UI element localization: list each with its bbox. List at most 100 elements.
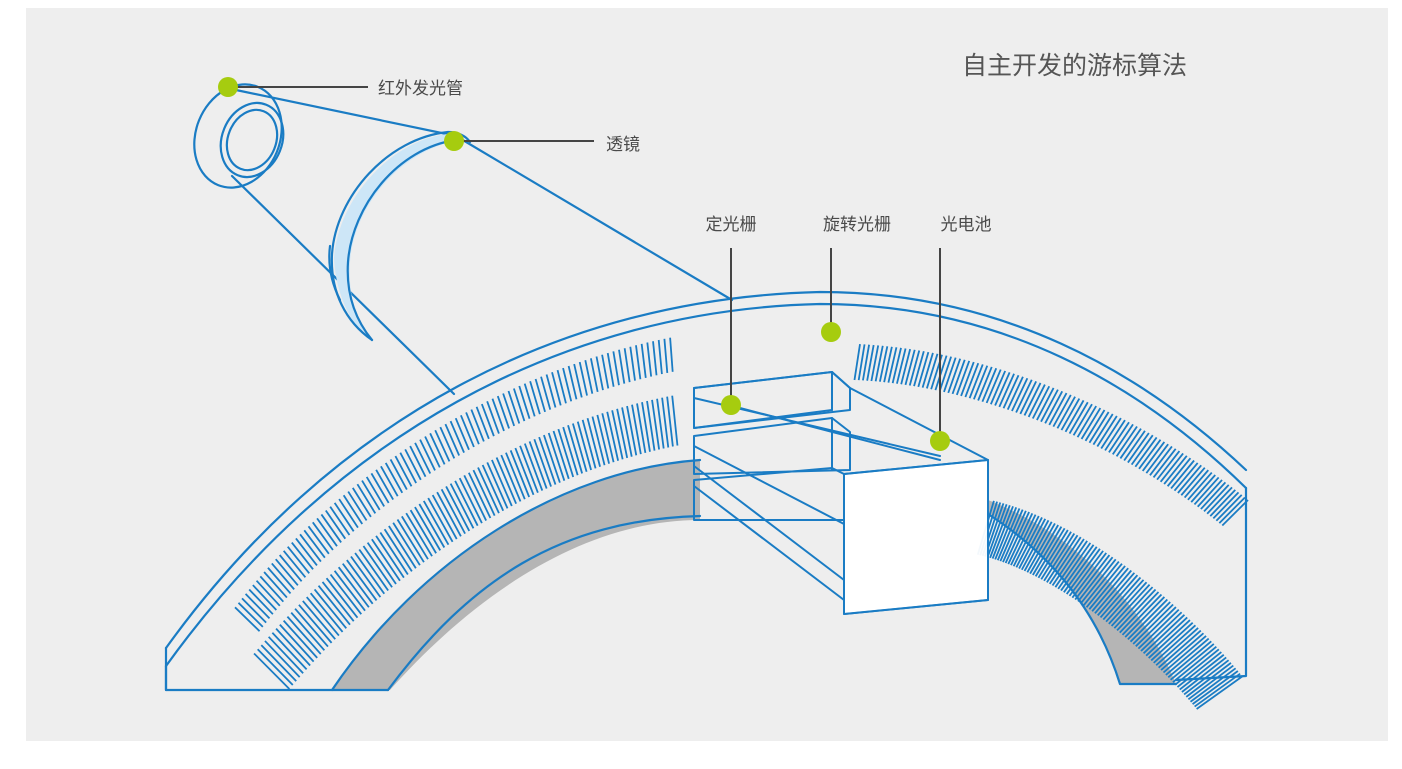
grating-tick xyxy=(275,558,299,586)
grating-tick xyxy=(431,494,458,540)
grating-tick xyxy=(347,491,368,521)
grating-tick xyxy=(279,624,315,663)
grating-tick xyxy=(401,515,429,560)
grating-tick xyxy=(444,423,460,456)
grating-tick xyxy=(591,416,606,466)
grating-tick xyxy=(913,351,925,387)
grating-tick xyxy=(891,347,902,384)
grating-tick xyxy=(616,408,629,459)
label-lens: 透镜 xyxy=(606,135,640,155)
grating-tick xyxy=(656,398,665,449)
grating-tick xyxy=(282,550,307,578)
grating-tick xyxy=(557,428,575,478)
grating-tick xyxy=(1190,474,1216,503)
grating-tick xyxy=(307,525,330,555)
grating-tick xyxy=(513,388,526,422)
grating-tick xyxy=(1007,512,1034,565)
grating-tick xyxy=(419,439,436,471)
grating-tick xyxy=(1165,637,1210,676)
grating-tick xyxy=(545,374,557,408)
grating-tick xyxy=(1096,415,1118,448)
grating-tick xyxy=(629,346,636,381)
grating-tick xyxy=(271,562,295,590)
grating-tick xyxy=(333,570,366,612)
grating-tick xyxy=(1187,664,1234,701)
grating-tick xyxy=(917,351,930,388)
grating-tick xyxy=(375,469,394,501)
disc-outer-edge-1 xyxy=(164,290,1248,650)
grating-tick xyxy=(362,545,393,588)
grating-tick xyxy=(404,448,422,481)
grating-tick xyxy=(1056,396,1076,429)
grating-tick xyxy=(1099,574,1139,619)
grating-tick xyxy=(241,597,267,624)
grating-tick xyxy=(1110,584,1151,627)
grating-tick xyxy=(429,432,446,465)
grating-tick xyxy=(253,652,291,690)
grating-tick xyxy=(1163,455,1188,485)
grating-tick xyxy=(399,452,417,484)
grating-tick xyxy=(1027,384,1046,418)
marker-photocell xyxy=(930,431,950,451)
grating-tick xyxy=(1221,499,1249,527)
grating-tick xyxy=(985,369,1002,404)
grating-tick xyxy=(669,337,674,372)
grating-tick xyxy=(295,537,318,566)
grating-tick xyxy=(1123,430,1146,462)
grating-tick xyxy=(1181,656,1227,693)
grating-tick xyxy=(606,411,619,461)
grating-tick xyxy=(505,452,526,500)
grating-tick xyxy=(257,648,294,686)
grating-tick xyxy=(1159,452,1184,483)
grating-tick xyxy=(1077,556,1114,602)
grating-tick xyxy=(1150,621,1194,662)
grating-tick xyxy=(460,414,475,448)
grating-tick xyxy=(1145,616,1188,657)
grating-tick xyxy=(879,346,889,382)
grating-tick xyxy=(477,467,500,514)
grating-tick xyxy=(994,507,1018,560)
grating-tick xyxy=(1200,481,1227,510)
grating-tick xyxy=(370,472,390,504)
grating-tick xyxy=(1060,544,1095,592)
grating-tick xyxy=(986,503,1008,558)
grating-tick xyxy=(1037,529,1069,579)
grating-tick xyxy=(486,401,500,434)
grating-tick xyxy=(1040,531,1072,580)
grating-tick xyxy=(857,344,866,381)
grating-tick xyxy=(990,370,1006,405)
grating-tick xyxy=(1026,522,1056,573)
beam-lower-right xyxy=(454,134,734,302)
grating-tick xyxy=(325,577,359,619)
grating-tick xyxy=(1019,380,1037,415)
grating-tick xyxy=(528,441,548,489)
grating-tick xyxy=(486,462,509,509)
grating-tick xyxy=(960,361,975,397)
grating-tick xyxy=(389,459,408,490)
light-path-3 xyxy=(693,465,845,581)
ir-led-inner-ring xyxy=(219,101,285,179)
grating-tick xyxy=(1170,643,1215,681)
grating-tick xyxy=(973,365,989,400)
grating-tick xyxy=(1023,382,1042,416)
grating-tick xyxy=(465,412,480,445)
grating-tick xyxy=(1177,464,1202,494)
grating-tick xyxy=(938,356,952,392)
grating-tick xyxy=(439,426,456,459)
grating-tick xyxy=(518,385,531,419)
grating-tick xyxy=(338,498,359,529)
grating-tick xyxy=(977,366,993,401)
grating-tick xyxy=(1080,558,1117,604)
grating-tick xyxy=(1124,596,1166,638)
grating-tick xyxy=(578,361,588,396)
grating-tick xyxy=(562,426,579,476)
grating-tick xyxy=(409,509,437,554)
grating-tick xyxy=(1121,593,1163,636)
grating-tick xyxy=(263,571,288,599)
grating-tick xyxy=(1166,457,1192,487)
grating-tick xyxy=(1084,409,1106,442)
grating-tick xyxy=(361,480,381,511)
grating-tick xyxy=(994,371,1011,406)
grating-tick xyxy=(306,596,340,637)
